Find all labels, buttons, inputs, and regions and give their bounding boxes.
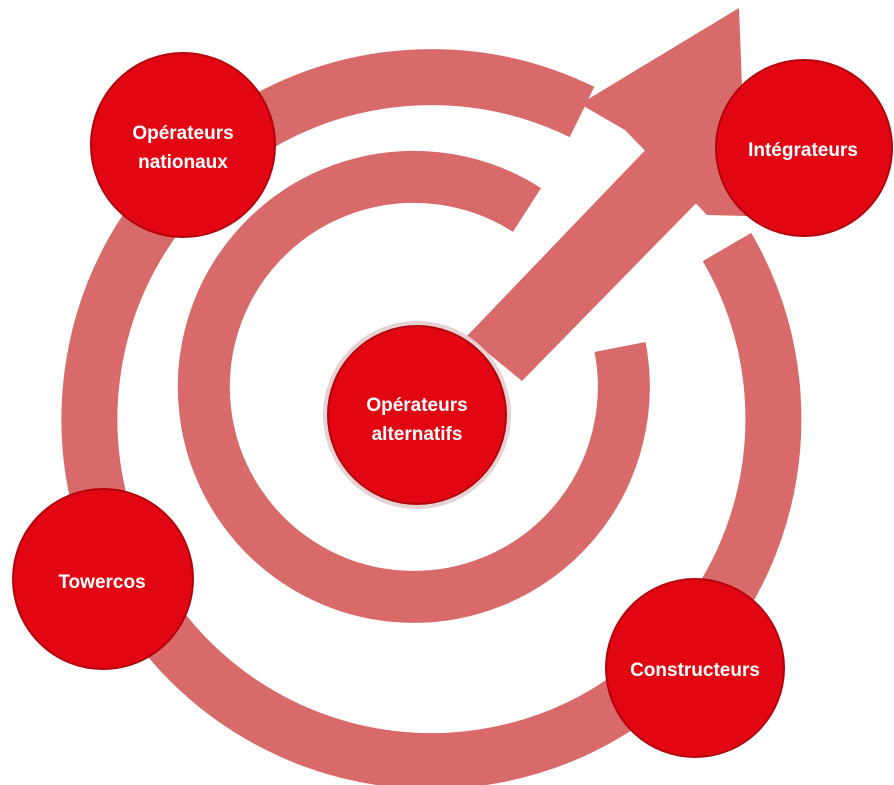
node-integrateurs: Intégrateurs (715, 59, 893, 237)
node-integrateurs-label: Intégrateurs (748, 140, 858, 161)
node-operateurs-nationaux: Opérateurs nationaux (90, 52, 276, 238)
outer-ring (61, 49, 802, 785)
node-constructeurs-label: Constructeurs (630, 660, 760, 681)
center-node-operateurs-alternatifs: Opérateurs alternatifs (323, 321, 511, 509)
node-constructeurs: Constructeurs (605, 578, 785, 758)
arrow-shaft (467, 140, 710, 381)
arrow-head (580, 8, 747, 216)
node-operateurs-nationaux-line1: Opérateurs (132, 123, 233, 144)
inner-ring (177, 150, 650, 623)
center-node-label-line2: alternatifs (372, 424, 463, 445)
center-node-label-line1: Opérateurs (366, 395, 467, 416)
node-operateurs-nationaux-line2: nationaux (138, 152, 228, 173)
node-towercos-label: Towercos (58, 572, 145, 593)
node-towercos: Towercos (12, 488, 194, 670)
